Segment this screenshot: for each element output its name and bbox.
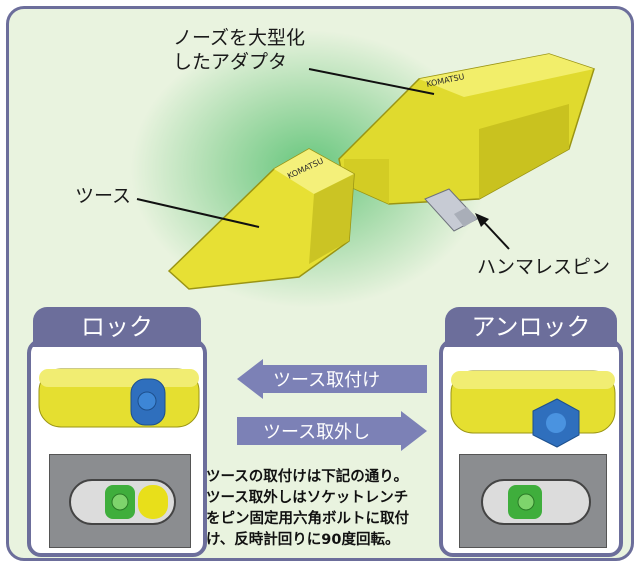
unlock-panel-title: アンロック	[445, 307, 617, 347]
tooth-label: ツース	[75, 185, 132, 207]
lock-photo-drawing	[50, 455, 190, 547]
remove-arrow-label: ツース取外し	[263, 422, 370, 443]
adapter-label: ノーズを大型化 したアダプタ	[173, 26, 305, 74]
adapter-leader	[308, 68, 435, 95]
install-arrow-label: ツース取付け	[273, 370, 380, 391]
pin-arrowhead	[475, 213, 489, 227]
note-line-1: ツースの取付けは下記の通り。	[206, 469, 408, 485]
tooth-part: KOMATSU	[167, 148, 355, 290]
lock-panel-title: ロック	[33, 307, 201, 347]
unlock-adapter-illustration	[450, 370, 616, 448]
procedure-note: ツースの取付けは下記の通り。 ツース取外しはソケットレンチ をピン固定用六角ボル…	[206, 467, 409, 551]
pin-label: ハンマレスピン	[477, 256, 611, 278]
unlock-photo	[459, 454, 607, 548]
note-line-3: をピン固定用六角ボルトに取付	[206, 511, 409, 527]
tooth-leader	[136, 198, 260, 228]
note-line-2: ツース取外しはソケットレンチ	[206, 490, 409, 506]
unlock-photo-drawing	[460, 455, 606, 547]
install-arrow: ツース取付け	[237, 359, 427, 399]
install-arrow-shape	[237, 359, 427, 399]
lock-photo	[49, 454, 191, 548]
diagram-frame: KOMATSU KOMATSU ノーズを大型化 したアダプタ ツース ハンマレス…	[6, 6, 634, 561]
parts-illustration: KOMATSU KOMATSU	[136, 53, 595, 290]
adapter-label-line-1: ノーズを大型化	[173, 27, 306, 49]
remove-arrow-shape	[237, 411, 427, 451]
adapter-part: KOMATSU	[338, 53, 595, 205]
note-line-4: け、反時計回りに90度回転。	[206, 532, 400, 548]
pin-leader	[480, 218, 510, 250]
remove-arrow: ツース取外し	[237, 411, 427, 451]
hammerless-pin-part	[424, 188, 478, 232]
adapter-label-line-2: したアダプタ	[173, 51, 288, 73]
lock-adapter-illustration	[38, 368, 200, 428]
